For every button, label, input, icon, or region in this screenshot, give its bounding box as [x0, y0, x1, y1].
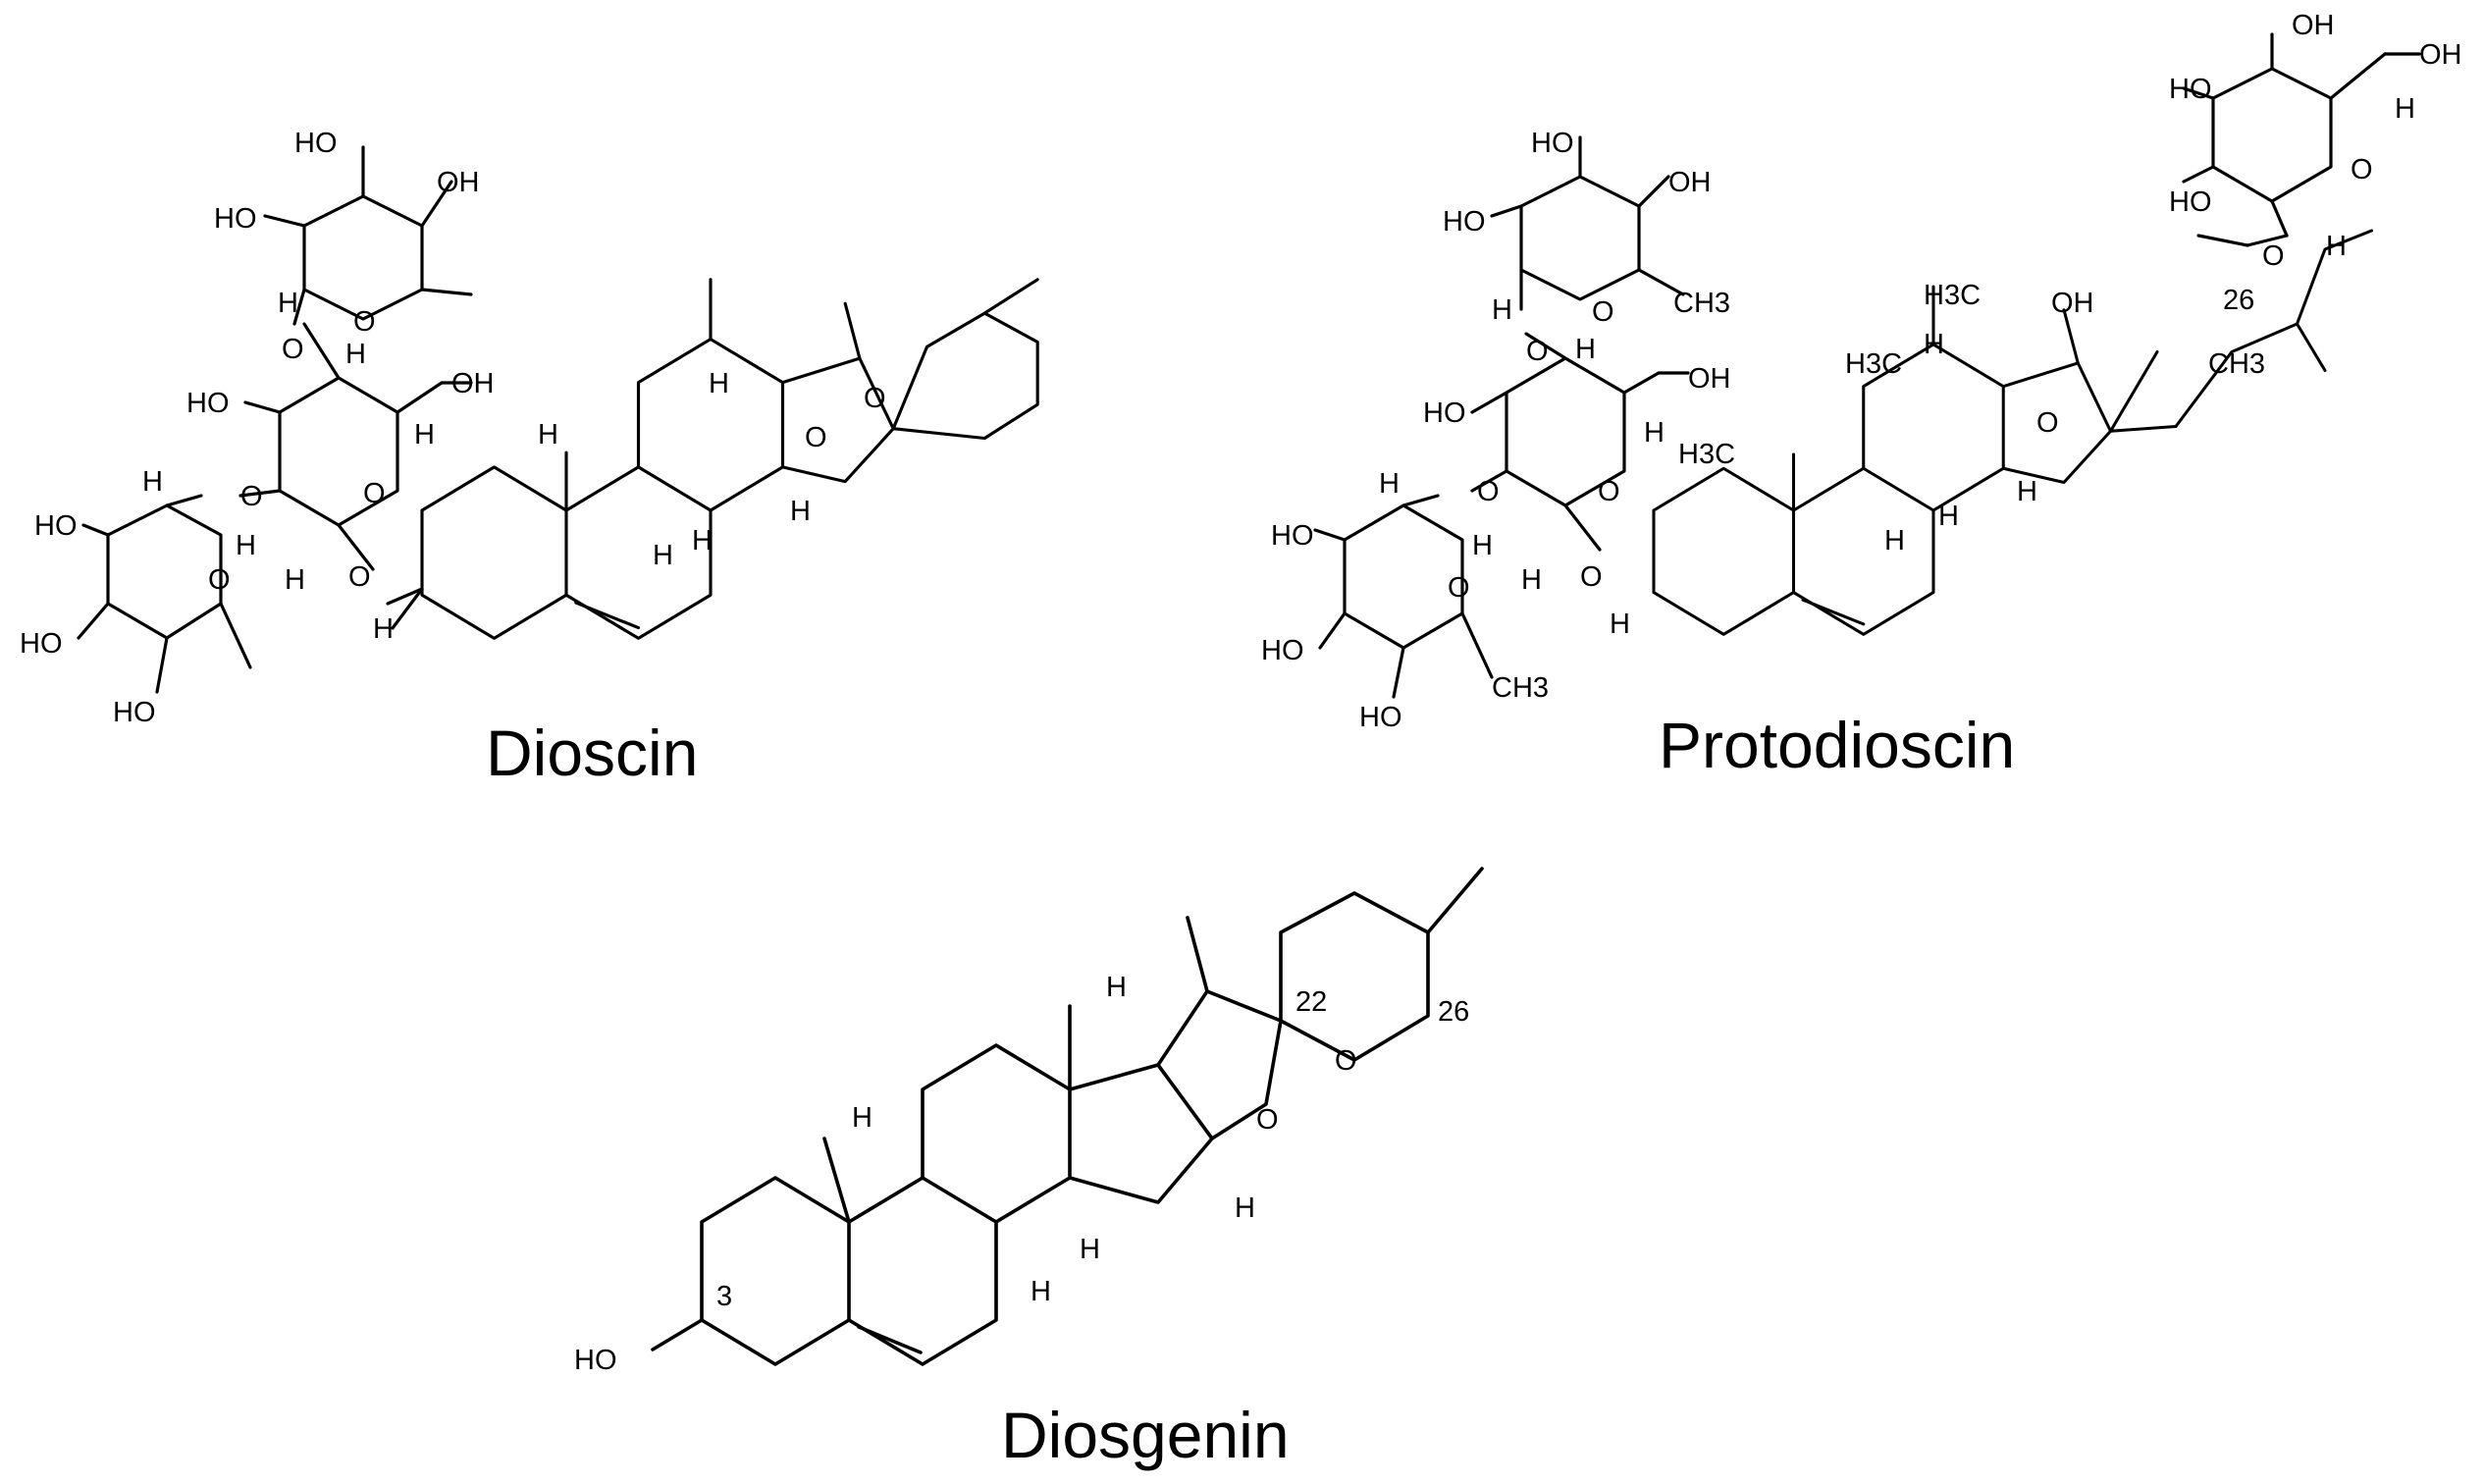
proto-oh-2: OH — [1668, 167, 1712, 198]
proto-oh-4: OH — [1688, 363, 1731, 395]
proto-h-11: H — [2017, 476, 2037, 507]
proto-o-ring3: O — [1448, 572, 1470, 604]
dioscin-o-link1: O — [282, 334, 304, 365]
dioscin-oh-1: HO — [294, 128, 338, 159]
dioscin-oh-4: OH — [451, 368, 495, 399]
proto-h-8: H — [1924, 329, 1944, 360]
diosgenin-locant-3: 3 — [716, 1281, 732, 1312]
proto-h-7: H — [1379, 468, 1400, 500]
diosgenin-o-ring2: O — [1335, 1045, 1357, 1077]
proto-o-link3: O — [1580, 561, 1603, 593]
dioscin-o-ring3: O — [208, 564, 231, 596]
protodioscin-structure: HO OH HO O CH3 H O H OH HO H O O H H O H… — [1261, 10, 2462, 781]
proto-o-ring2: O — [1598, 476, 1620, 507]
diosgenin-h-2: H — [1106, 972, 1127, 1003]
dioscin-title: Dioscin — [486, 716, 698, 789]
dioscin-o-ring1: O — [353, 306, 376, 338]
proto-oh-6: HO — [1271, 520, 1314, 552]
proto-h3c-3: H3C — [1924, 280, 1981, 311]
proto-h-3: H — [1644, 417, 1665, 449]
dioscin-oh-3: HO — [214, 203, 257, 235]
dioscin-h-3: H — [414, 419, 435, 450]
protodioscin-title: Protodioscin — [1659, 709, 2015, 781]
dioscin-h-1: H — [278, 288, 298, 319]
dioscin-o-ring5: O — [864, 383, 886, 414]
dioscin-o-ring2: O — [363, 478, 386, 509]
diosgenin-oh: HO — [574, 1345, 617, 1376]
proto-h-13: H — [2326, 231, 2347, 262]
dioscin-oh-2: OH — [437, 167, 480, 198]
diosgenin-h-3: H — [1031, 1276, 1051, 1307]
dioscin-oh-8: HO — [113, 697, 156, 728]
diosgenin-locant-22: 22 — [1295, 986, 1327, 1018]
proto-oh-9: OH — [2051, 288, 2094, 319]
diosgenin-title: Diosgenin — [1001, 1399, 1290, 1471]
proto-oh-3: HO — [1443, 206, 1486, 238]
proto-o-link1: O — [1526, 336, 1549, 367]
proto-oh-8: HO — [1359, 702, 1402, 733]
proto-oh-11: OH — [2419, 39, 2462, 71]
proto-h-4: H — [1472, 530, 1493, 561]
dioscin-h-5: H — [285, 564, 305, 596]
proto-h-9: H — [1884, 525, 1905, 556]
proto-locant-26: 26 — [2223, 285, 2254, 316]
proto-ch3-3: CH3 — [2208, 348, 2265, 380]
dioscin-h-12: H — [790, 496, 811, 527]
diosgenin-o-ring1: O — [1256, 1104, 1279, 1136]
diosgenin-h-5: H — [1235, 1192, 1255, 1224]
proto-h-12: H — [2395, 93, 2415, 125]
proto-ch3-1: CH3 — [1673, 288, 1730, 319]
dioscin-oh-6: HO — [34, 510, 78, 542]
proto-o-ring5: O — [2351, 154, 2373, 186]
dioscin-structure: HO OH HO O O H H OH HO H O O H H O H H H… — [20, 128, 1039, 789]
proto-o-link4: O — [2262, 240, 2285, 272]
dioscin-h-8: H — [538, 419, 558, 450]
proto-h-5: H — [1521, 564, 1542, 596]
proto-h-2: H — [1575, 334, 1596, 365]
proto-h-6: H — [1610, 609, 1630, 640]
dioscin-h-4: H — [236, 530, 256, 561]
dioscin-h-10: H — [692, 525, 713, 556]
diosgenin-h-1: H — [852, 1102, 872, 1134]
dioscin-o-link2: O — [240, 481, 263, 512]
dioscin-h-6: H — [373, 613, 394, 645]
proto-oh-7: HO — [1261, 635, 1304, 666]
proto-h3c-2: H3C — [1845, 348, 1902, 380]
proto-oh-12: HO — [2169, 74, 2212, 105]
proto-oh-5: HO — [1423, 398, 1466, 429]
proto-h-1: H — [1492, 294, 1512, 326]
dioscin-h-9: H — [653, 540, 673, 571]
proto-ch3-2: CH3 — [1492, 672, 1549, 704]
dioscin-o-ring4: O — [805, 422, 827, 453]
proto-o-ring1: O — [1592, 296, 1614, 328]
dioscin-h-11: H — [709, 368, 729, 399]
proto-oh-13: HO — [2169, 186, 2212, 218]
dioscin-oh-7: HO — [20, 628, 63, 660]
diosgenin-locant-26: 26 — [1438, 996, 1469, 1028]
proto-h3c-1: H3C — [1678, 439, 1735, 470]
dioscin-oh-5: HO — [186, 388, 230, 419]
proto-o-ring4: O — [2036, 407, 2059, 439]
dioscin-o-link3: O — [348, 561, 371, 593]
diosgenin-structure: H H H H H O O 22 26 3 HO Diosgenin — [574, 867, 1484, 1471]
proto-o-link2: O — [1477, 476, 1500, 507]
proto-oh-1: HO — [1531, 128, 1574, 159]
proto-oh-10: OH — [2292, 10, 2335, 41]
dioscin-h-7: H — [142, 466, 163, 498]
dioscin-h-2: H — [345, 339, 366, 370]
proto-h-10: H — [1938, 501, 1959, 532]
diosgenin-h-4: H — [1080, 1234, 1100, 1265]
